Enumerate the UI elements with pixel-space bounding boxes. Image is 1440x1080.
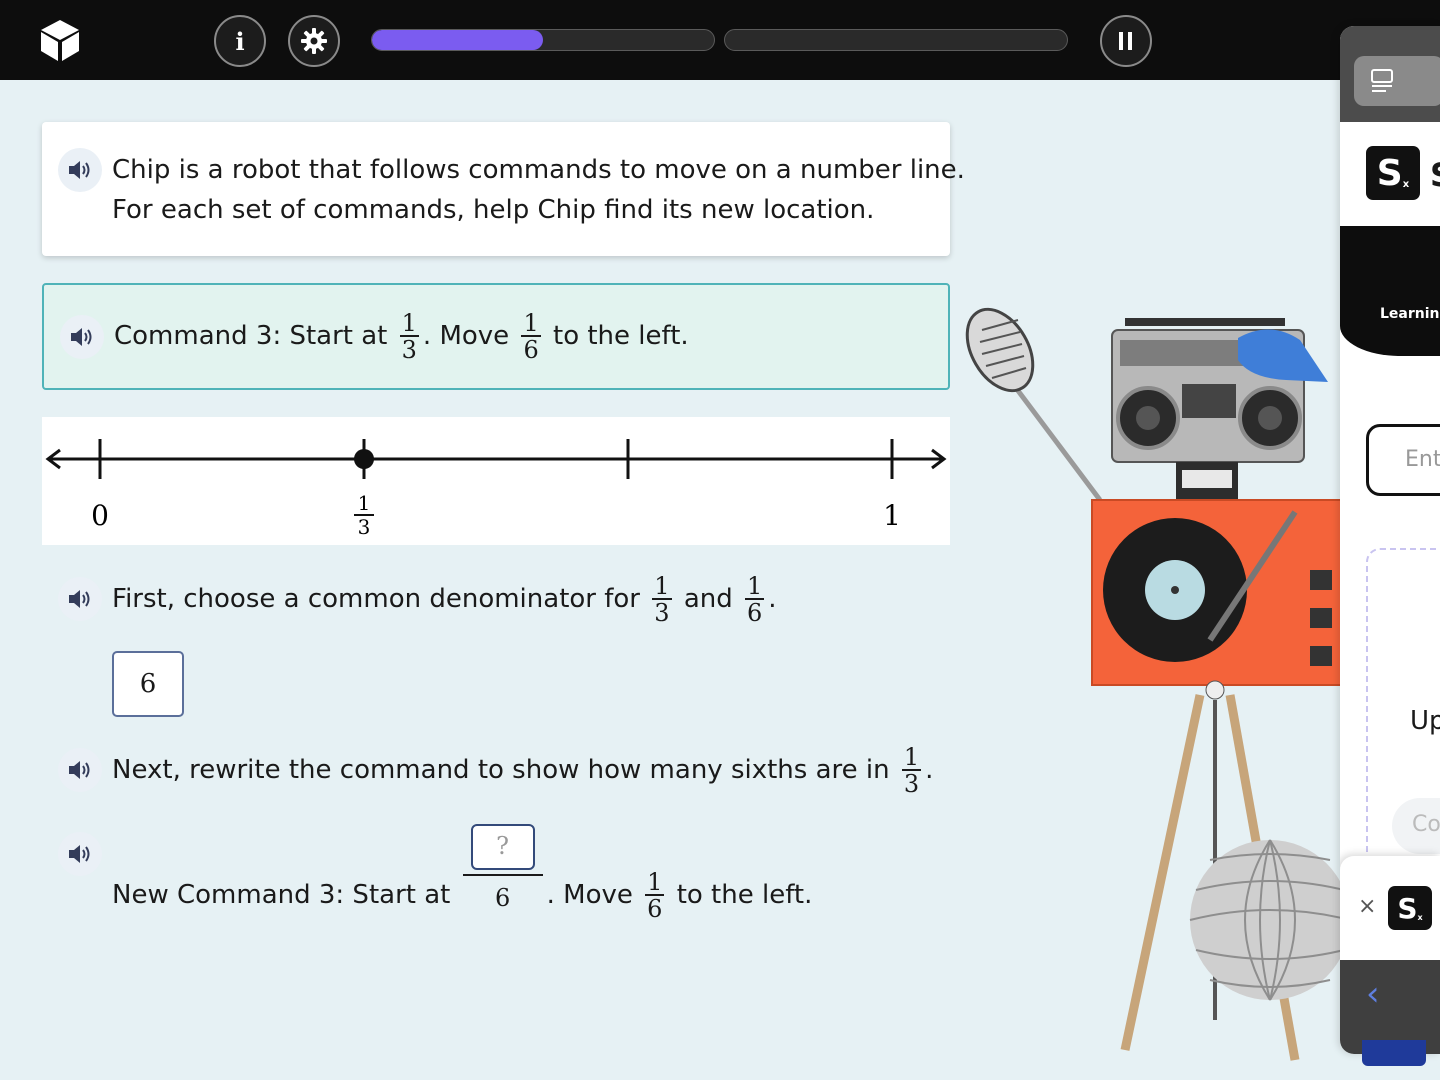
fraction-denominator: 6 bbox=[647, 894, 663, 923]
speaker-icon bbox=[69, 161, 90, 179]
info-icon: i bbox=[235, 26, 245, 56]
s-logo-sub: x bbox=[1402, 178, 1410, 190]
fraction-numerator: 1 bbox=[645, 867, 665, 896]
number-line-card: 0 1 3 1 bbox=[42, 417, 950, 545]
s-logo-small-sub: x bbox=[1417, 912, 1423, 922]
side-panel-menu-button[interactable] bbox=[1354, 56, 1440, 106]
step1-speaker-button[interactable] bbox=[58, 577, 102, 621]
pause-button[interactable] bbox=[1100, 15, 1152, 67]
step3-prefix: New Command 3: Start at bbox=[112, 880, 451, 910]
step2-speaker-button[interactable] bbox=[58, 748, 102, 792]
chip-position-point bbox=[354, 449, 374, 469]
settings-button[interactable] bbox=[288, 15, 340, 67]
side-panel-input[interactable]: Ent bbox=[1366, 424, 1440, 496]
speaker-icon bbox=[69, 845, 90, 863]
gear-icon bbox=[301, 28, 327, 54]
fraction-bar bbox=[462, 874, 543, 876]
fraction-numerator: 1 bbox=[652, 572, 672, 600]
side-panel-upload-label: Up bbox=[1410, 706, 1440, 736]
number-line: 0 1 3 1 bbox=[45, 439, 947, 539]
intro-speaker-button[interactable] bbox=[58, 148, 102, 192]
progress-bar-1 bbox=[371, 29, 715, 51]
fraction-numerator: 1 bbox=[521, 309, 541, 337]
common-denominator-answer[interactable]: 6 bbox=[112, 651, 184, 717]
step1-text: First, choose a common denominator for 1… bbox=[112, 574, 777, 625]
s-logo-letter: S bbox=[1376, 152, 1403, 194]
step3-middle: . Move bbox=[546, 880, 633, 910]
fraction-denominator: 6 bbox=[747, 599, 763, 627]
side-panel-nav: ‹ bbox=[1340, 960, 1440, 1054]
side-panel-continue-button[interactable]: Co bbox=[1392, 798, 1440, 854]
fraction-denominator: 3 bbox=[654, 599, 670, 627]
tick-label-one: 1 bbox=[883, 499, 901, 532]
side-panel-footer-tab bbox=[1362, 1040, 1426, 1066]
speaker-icon bbox=[69, 761, 90, 779]
tick-label-zero: 0 bbox=[91, 499, 109, 532]
tick-label-third-num: 1 bbox=[358, 491, 371, 515]
command-speaker-button[interactable] bbox=[60, 315, 104, 359]
intro-line-1: Chip is a robot that follows commands to… bbox=[112, 155, 965, 185]
speaker-icon bbox=[69, 590, 90, 608]
side-panel-banner: Learnin bbox=[1340, 226, 1440, 356]
step3-suffix: to the left. bbox=[676, 880, 813, 910]
command-suffix: to the left. bbox=[553, 321, 689, 351]
progress-fill-1 bbox=[372, 30, 543, 50]
speaker-icon bbox=[71, 328, 92, 346]
step3-input-fraction: ? 6 bbox=[462, 824, 543, 918]
intro-card: Chip is a robot that follows commands to… bbox=[42, 122, 965, 256]
fraction-denominator: 3 bbox=[903, 770, 920, 798]
chevron-left-icon[interactable]: ‹ bbox=[1366, 974, 1380, 1014]
progress-bar-2 bbox=[724, 29, 1068, 51]
fraction-numerator: 1 bbox=[399, 309, 419, 337]
fraction-numerator: 1 bbox=[745, 572, 765, 600]
command-prefix: Command 3: Start at bbox=[114, 321, 388, 351]
chip-robot-illustration bbox=[965, 307, 1340, 1061]
side-panel-title: S bbox=[1430, 156, 1440, 194]
fraction-denominator: 6 bbox=[523, 336, 539, 364]
intro-line-2: For each set of commands, help Chip find… bbox=[112, 195, 875, 225]
step3-speaker-button[interactable] bbox=[58, 832, 102, 876]
side-panel-banner-text: Learnin bbox=[1380, 306, 1440, 322]
notes-icon bbox=[1371, 69, 1393, 92]
tick-label-third-den: 3 bbox=[358, 515, 371, 539]
info-button[interactable]: i bbox=[214, 15, 266, 67]
close-icon[interactable]: × bbox=[1358, 894, 1377, 919]
fraction-denominator: 3 bbox=[401, 336, 417, 364]
command-middle: . Move bbox=[422, 321, 510, 351]
step2-prefix: Next, rewrite the command to show how ma… bbox=[112, 755, 890, 785]
numerator-input[interactable]: ? bbox=[470, 824, 535, 870]
fraction-denominator: 6 bbox=[494, 884, 511, 912]
top-bar: i bbox=[0, 0, 1440, 80]
step2-end: . bbox=[925, 755, 934, 785]
side-panel: Sx S Learnin Ent Up Co × Sx ‹ bbox=[1340, 26, 1440, 1054]
s-logo-small-letter: S bbox=[1397, 891, 1418, 925]
fraction-numerator: 1 bbox=[901, 743, 922, 771]
pause-icon bbox=[1119, 32, 1132, 50]
side-panel-dropzone bbox=[1366, 548, 1440, 888]
side-panel-header bbox=[1340, 26, 1440, 122]
cube-logo-icon bbox=[41, 20, 79, 61]
step1-and: and bbox=[683, 584, 733, 614]
step2-text: Next, rewrite the command to show how ma… bbox=[112, 745, 933, 796]
step1-end: . bbox=[768, 584, 777, 614]
step1-prefix: First, choose a common denominator for bbox=[112, 584, 640, 614]
